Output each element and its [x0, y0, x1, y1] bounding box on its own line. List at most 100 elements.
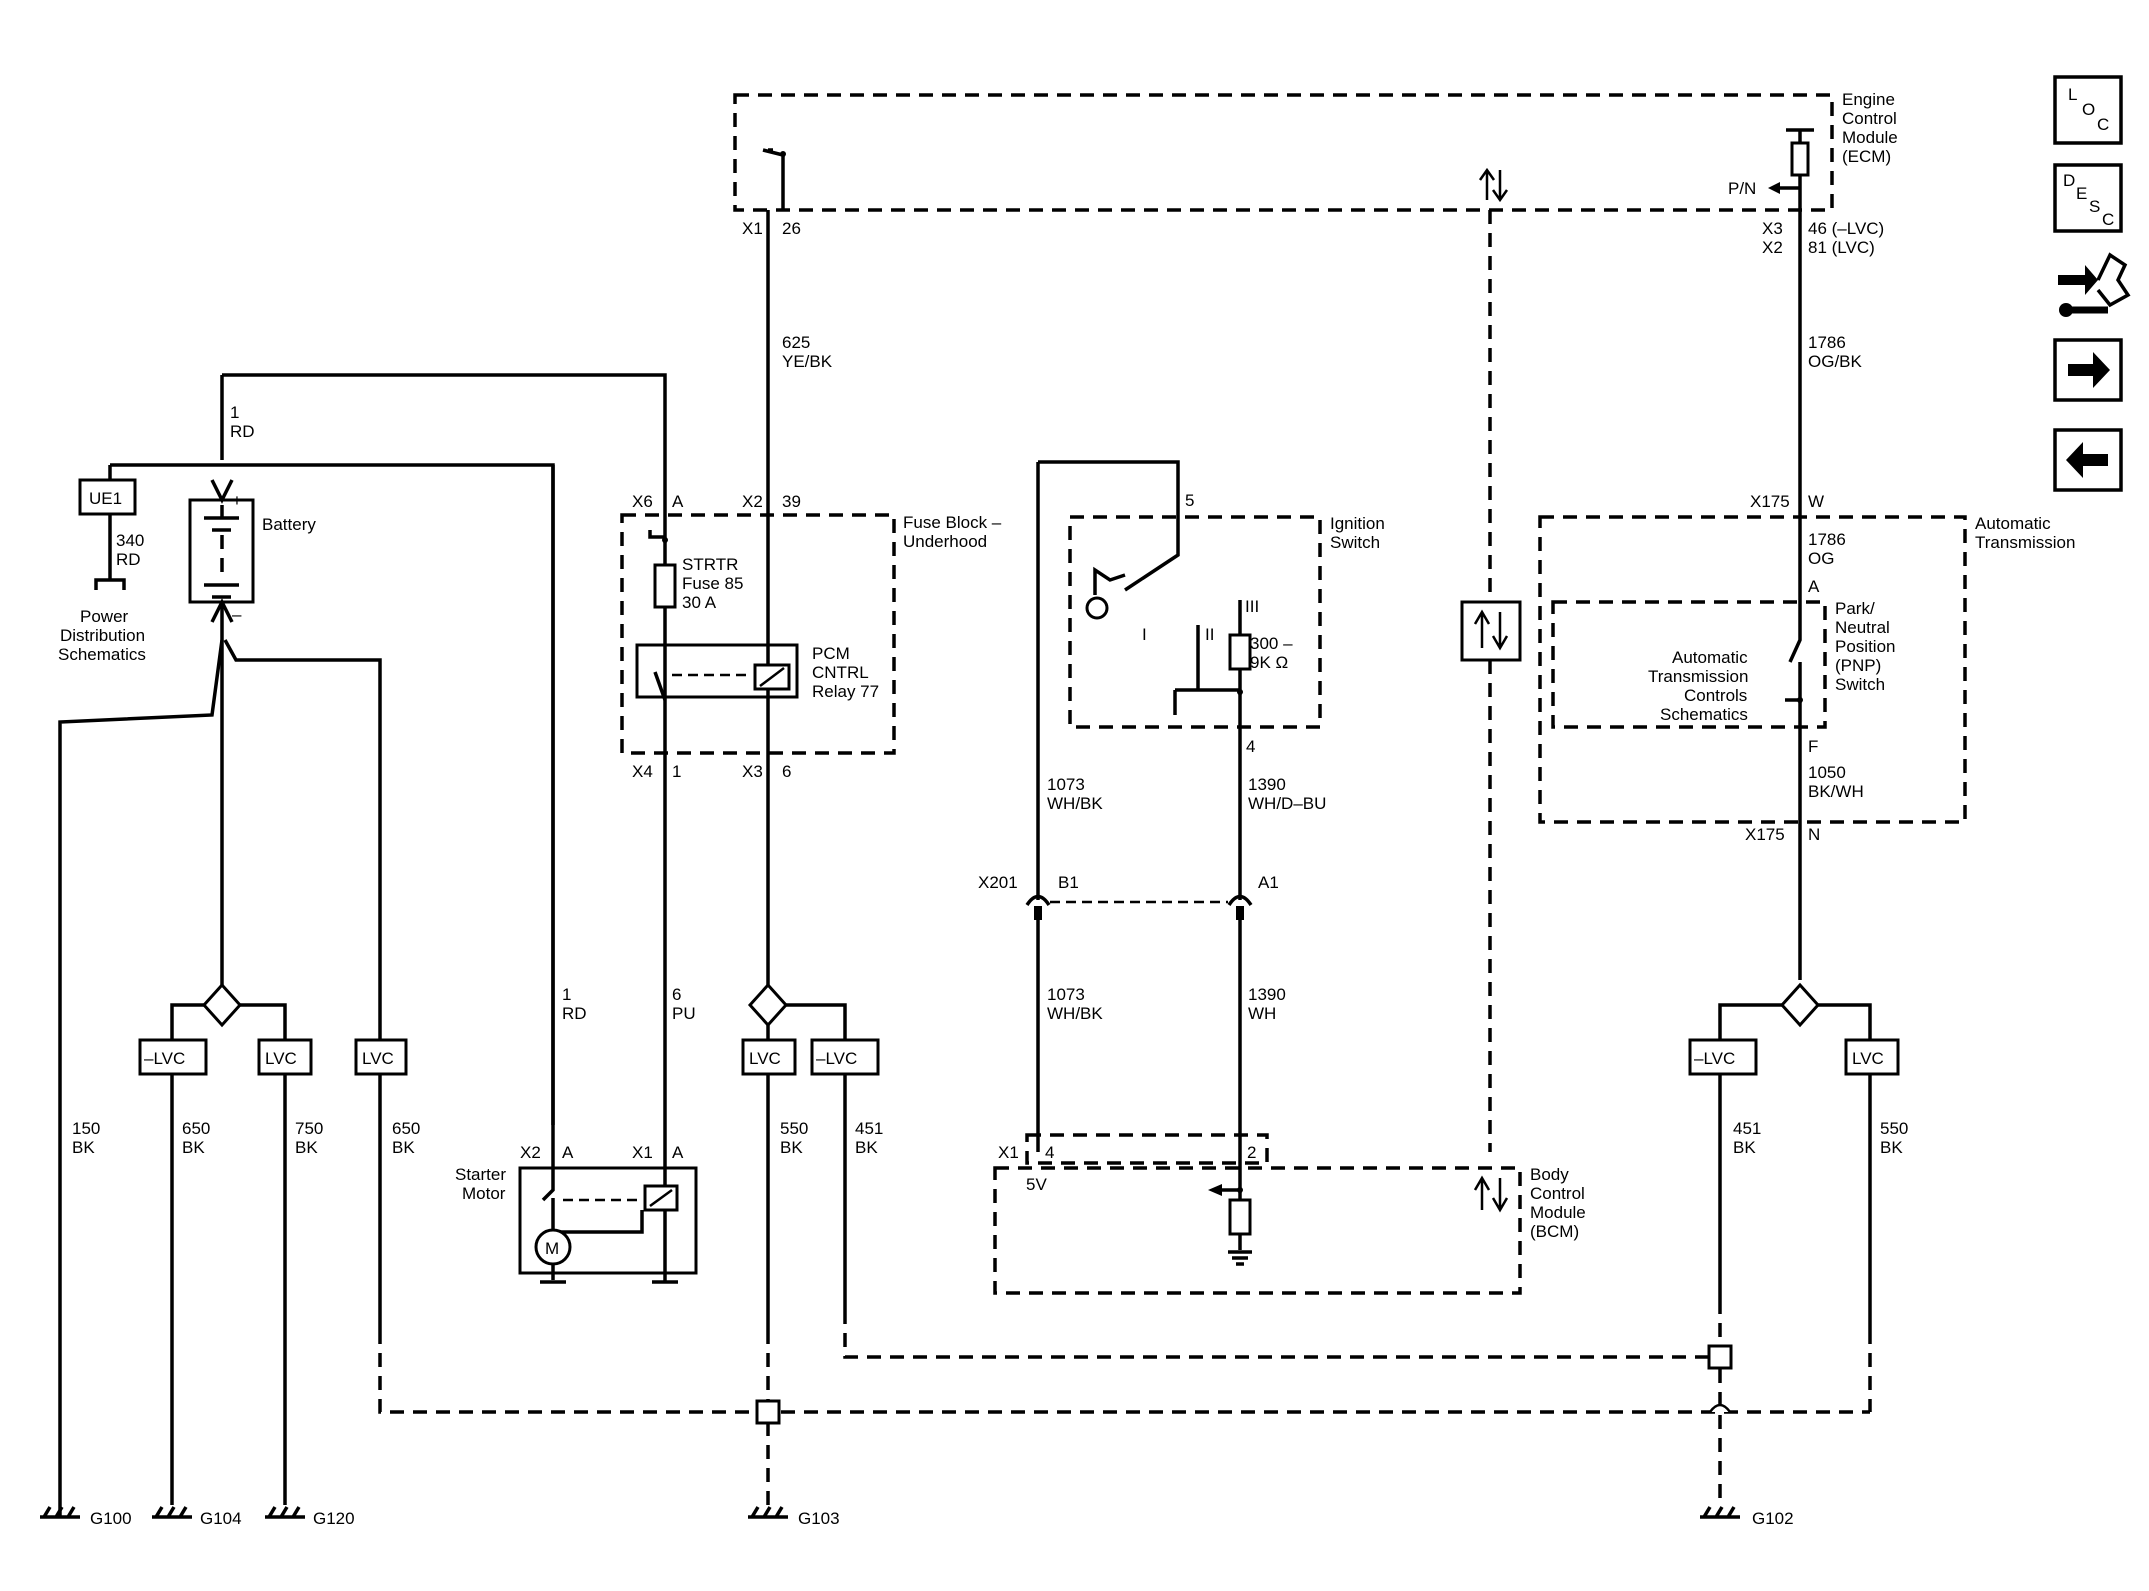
pin-26: 26: [782, 219, 801, 238]
ground-g102: [1700, 1506, 1740, 1519]
trans-ctrl-1: Automatic: [1672, 648, 1748, 667]
trans-ctrl-3: Controls: [1684, 686, 1747, 705]
wire-451a-color: BK: [855, 1138, 878, 1157]
wire-1rd-color: RD: [230, 422, 255, 441]
fuse-block-underhood: Fuse Block – Underhood: [620, 513, 1002, 755]
desc-d: D: [2063, 171, 2075, 190]
ecm-label-3: Module: [1842, 128, 1898, 147]
bcm-label-3: Module: [1530, 1203, 1586, 1222]
pin-f: F: [1808, 737, 1818, 756]
wire-650a-color: BK: [182, 1138, 205, 1157]
wire-650b-color: BK: [392, 1138, 415, 1157]
starter-motor: M: [518, 1166, 698, 1284]
left-arrow-icon: [2066, 442, 2108, 478]
relay-label-3: Relay 77: [812, 682, 879, 701]
pin-n: N: [1808, 825, 1820, 844]
battery-label: Battery: [262, 515, 316, 534]
pin-39: 39: [782, 492, 801, 511]
pnp-label-4: (PNP): [1835, 656, 1881, 675]
wire-1390a-num: 1390: [1248, 775, 1286, 794]
ignition-label-2: Switch: [1330, 533, 1380, 552]
ground-g120-label: G120: [313, 1509, 355, 1528]
power-dist-1: Power: [80, 607, 129, 626]
desc-e: E: [2076, 184, 2087, 203]
wire-625-color: YE/BK: [782, 352, 833, 371]
automatic-transmission: [1538, 515, 1967, 980]
pin-4-bcm: 4: [1045, 1143, 1054, 1162]
pin-x175-n: X175: [1745, 825, 1785, 844]
trans-ctrl-4: Schematics: [1660, 705, 1748, 724]
wire-1073b-num: 1073: [1047, 985, 1085, 1004]
pin-x4: X4: [632, 762, 653, 781]
starter-label-2: Motor: [462, 1184, 506, 1203]
battery-plus: +: [232, 491, 242, 510]
desc-s: S: [2089, 197, 2100, 216]
pin-5: 5: [1185, 491, 1194, 510]
desc-c: C: [2102, 210, 2114, 229]
pin-81: 81 (LVC): [1808, 238, 1875, 257]
trans-ctrl-2: Transmission: [1648, 667, 1748, 686]
loc-button[interactable]: L O C: [2053, 75, 2123, 145]
pin-46: 46 (–LVC): [1808, 219, 1884, 238]
lvc-box-neg-3: –LVC: [1694, 1049, 1735, 1068]
power-dist-2: Distribution: [60, 626, 145, 645]
lvc-box-3: LVC: [749, 1049, 781, 1068]
wire-1rd2-num: 1: [562, 985, 571, 1004]
bcm-5v: 5V: [1026, 1175, 1047, 1194]
loc-l: L: [2068, 85, 2077, 104]
wire-150-color: BK: [72, 1138, 95, 1157]
resistor-label-1: 300 –: [1250, 634, 1293, 653]
wire-340-num: 340: [116, 531, 144, 550]
pnp-label-2: Neutral: [1835, 618, 1890, 637]
pin-x2-fb: X2: [742, 492, 763, 511]
pnp-label-3: Position: [1835, 637, 1895, 656]
pnp-label-5: Switch: [1835, 675, 1885, 694]
wire-451a-num: 451: [855, 1119, 883, 1138]
ground-g104-label: G104: [200, 1509, 242, 1528]
ground-g120: [265, 1506, 305, 1519]
pin-x2: X2: [1762, 238, 1783, 257]
battery-minus: –: [232, 605, 242, 624]
pin-x6: X6: [632, 492, 653, 511]
pin-b1: B1: [1058, 873, 1079, 892]
pin-6: 6: [782, 762, 791, 781]
pin-a1: A1: [1258, 873, 1279, 892]
pin-x2-starter: X2: [520, 1143, 541, 1162]
pin-a-trans: A: [1808, 577, 1820, 596]
connector-view-button[interactable]: [2058, 252, 2131, 317]
wire-1786-num: 1786: [1808, 333, 1846, 352]
wire-750-num: 750: [295, 1119, 323, 1138]
pin-2-bcm: 2: [1247, 1143, 1256, 1162]
ground-g103-label: G103: [798, 1509, 840, 1528]
pin-x1: X1: [742, 219, 763, 238]
pin-x3-fb: X3: [742, 762, 763, 781]
fuse-label-3: 30 A: [682, 593, 717, 612]
sw-iii: III: [1245, 597, 1259, 616]
wire-1390a-color: WH/D–BU: [1248, 794, 1326, 813]
wire-1390b-num: 1390: [1248, 985, 1286, 1004]
ground-g100: [40, 1505, 80, 1519]
pin-x201: X201: [978, 873, 1018, 892]
next-arrow-button[interactable]: [2053, 338, 2123, 402]
wire-1786b-color: OG: [1808, 549, 1834, 568]
ground-g104: [152, 1506, 192, 1519]
ground-g100-label: G100: [90, 1509, 132, 1528]
wire-1050-color: BK/WH: [1808, 782, 1864, 801]
lvc-box-4: LVC: [1852, 1049, 1884, 1068]
wire-650a-num: 650: [182, 1119, 210, 1138]
desc-button[interactable]: D E S C: [2053, 163, 2123, 233]
wire-1390b-color: WH: [1248, 1004, 1276, 1023]
right-arrow-icon: [2068, 352, 2110, 388]
bcm-label-4: (BCM): [1530, 1222, 1579, 1241]
pin-a-starter-1: A: [562, 1143, 574, 1162]
fuse-label-1: STRTR: [682, 555, 738, 574]
ignition-label-1: Ignition: [1330, 514, 1385, 533]
wire-6pu-num: 6: [672, 985, 681, 1004]
wire-1073a-color: WH/BK: [1047, 794, 1103, 813]
prev-arrow-button[interactable]: [2053, 428, 2123, 492]
trans-label-2: Transmission: [1975, 533, 2075, 552]
wire-625-num: 625: [782, 333, 810, 352]
sw-i: I: [1142, 625, 1147, 644]
wire-1050-num: 1050: [1808, 763, 1846, 782]
pin-x1-bcm: X1: [998, 1143, 1019, 1162]
